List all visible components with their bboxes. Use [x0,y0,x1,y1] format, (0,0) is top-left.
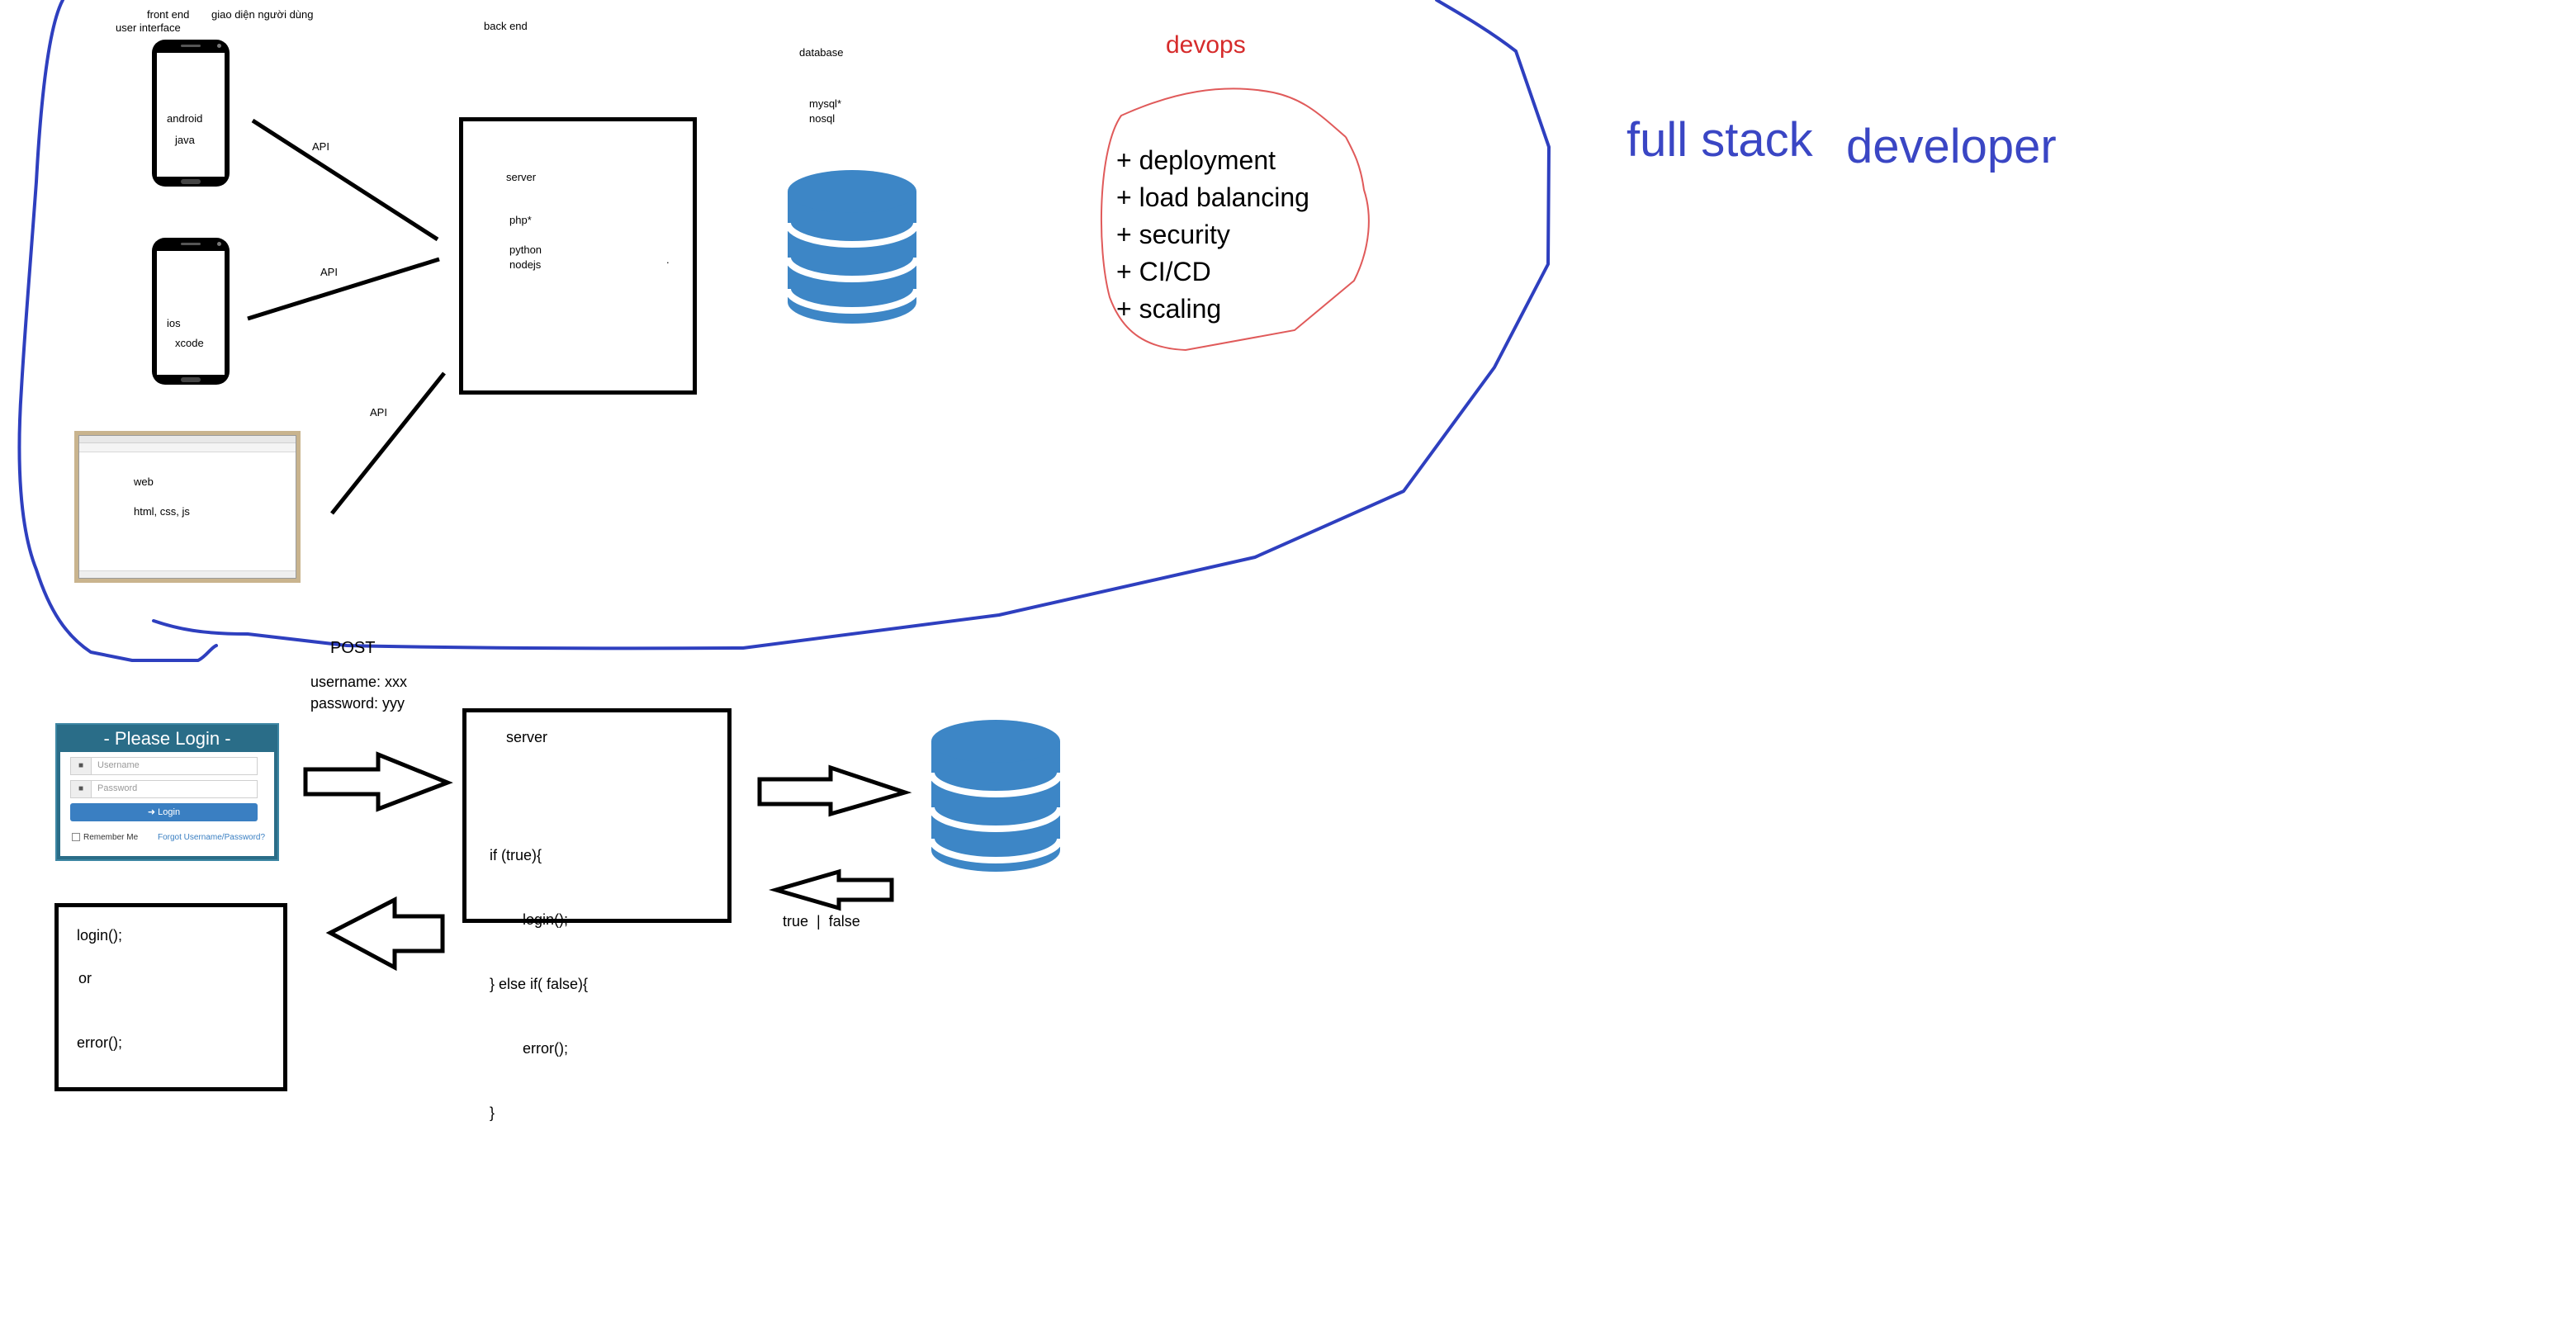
checkbox-icon [72,833,80,842]
ios-label: ios [167,317,181,329]
label-devops: devops [1166,31,1246,59]
server-box-top: server php* python nodejs . [459,117,697,395]
web-label: web [134,475,154,488]
request-username: username: xxx [310,674,408,690]
devops-circle [1101,88,1370,352]
username-input[interactable]: ■ Username [70,757,258,775]
api-line-ios [247,257,440,321]
web-lang: html, css, js [134,505,190,518]
result-error: error(); [77,1034,122,1051]
forgot-link[interactable]: Forgot Username/Password? [158,833,266,842]
client-result-box: login(); or error(); [54,903,287,1091]
user-icon: ■ [71,758,92,774]
android-lang: java [175,134,195,146]
api-label-web: API [370,406,387,419]
server-top-lang-nodejs: nodejs [509,258,542,271]
code-line: error(); [490,1040,569,1057]
server-box-bottom: server if (true){ login(); } else if( fa… [462,708,732,1121]
remember-me-checkbox[interactable]: Remember Me [72,833,138,842]
server-bottom-title: server [506,729,548,745]
label-ui-vietnamese: giao diện người dùng [211,8,314,21]
arrow-db-to-server [769,868,894,911]
label-back-end: back end [484,20,528,32]
label-user-interface: user interface [116,21,181,34]
label-front-end: front end [147,8,190,21]
database-icon-bottom [928,720,1063,872]
login-button[interactable]: ➜ Login [70,803,258,821]
result-or: or [78,970,92,986]
label-database: database [799,46,844,59]
api-label-ios: API [320,266,338,278]
android-label: android [167,112,203,125]
request-password: password: yyy [310,695,405,712]
devops-item: + CI/CD [1116,257,1211,286]
devops-item: + load balancing [1116,182,1309,212]
arrow-server-to-db [757,764,912,817]
label-full-stack: full stack [1627,113,1813,167]
db-response-label: true | false [783,913,860,930]
password-input[interactable]: ■ Password [70,780,258,798]
label-db-mysql: mysql* [809,97,842,110]
login-form-panel: - Please Login - ■ Username ■ Password ➜… [55,723,279,861]
code-line: if (true){ [490,847,542,863]
login-title: - Please Login - [103,728,231,749]
android-phone-icon: android java [152,40,230,187]
code-line: } else if( false){ [490,976,589,992]
arrow-login-to-server [303,751,453,812]
ios-lang: xcode [175,337,204,349]
api-line-android [251,118,439,242]
server-top-lang-php: php* [509,214,532,226]
server-code: if (true){ login(); } else if( false){ e… [490,802,588,1166]
code-line: } [490,1105,495,1121]
devops-list: + deployment + load balancing + security… [1116,142,1309,328]
server-top-title: server [506,171,537,183]
ios-phone-icon: ios xcode [152,238,230,385]
devops-item: + deployment [1116,145,1276,175]
label-db-nosql: nosql [809,112,836,125]
login-arrow-icon: ➜ [147,807,159,817]
api-label-android: API [312,140,329,153]
lock-icon: ■ [71,781,92,797]
server-top-dot: . [666,253,670,266]
code-line: login(); [490,911,569,928]
request-method: POST [330,639,376,657]
database-icon-top [784,170,920,324]
web-browser-icon: web html, css, js [74,431,301,583]
devops-item: + scaling [1116,294,1222,324]
arrow-server-to-client [325,896,445,972]
api-line-web [330,371,446,515]
full-stack-outline [17,0,1551,662]
label-developer: developer [1846,120,2057,173]
server-top-lang-python: python [509,244,542,256]
devops-item: + security [1116,220,1230,249]
result-login: login(); [77,927,123,944]
